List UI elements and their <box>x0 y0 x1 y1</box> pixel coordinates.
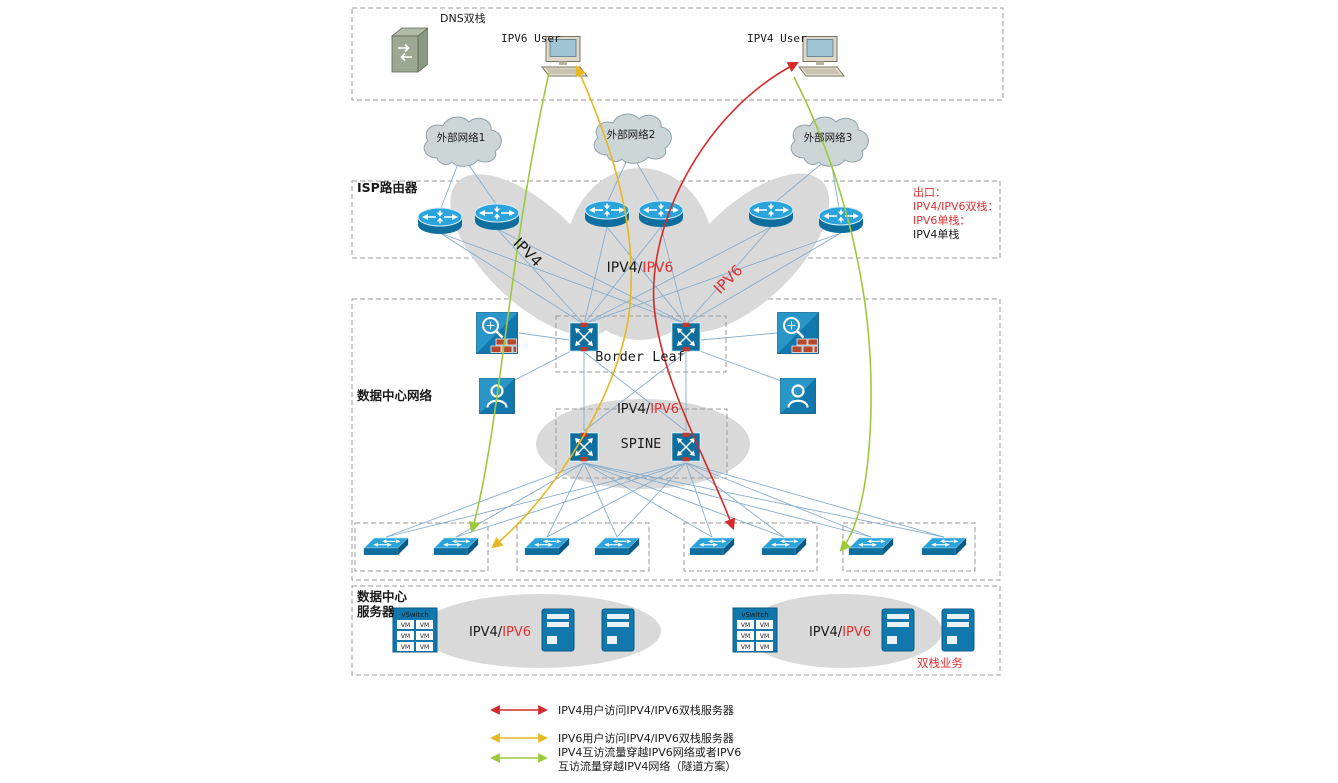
border-leaf-switch-icon <box>671 322 701 352</box>
server-group1-blob <box>419 594 661 668</box>
ipv6-user-flow-arrow <box>491 64 633 549</box>
spine-dualstack-label: IPV4/IPV6 <box>617 402 679 417</box>
server-group1-label: IPV4/IPV6 <box>469 625 531 640</box>
isp-router-icon <box>584 200 630 228</box>
egress-line2: IPV4/IPV6双栈： <box>913 199 999 213</box>
ipv4-user-label: IPV4 User <box>747 32 807 45</box>
egress-line1: 出口： <box>913 185 946 199</box>
server-icon <box>601 608 635 652</box>
egress-line3: IPV6单栈： <box>913 213 970 227</box>
cloud2-label: 外部网络2 <box>607 128 656 141</box>
traffic-flows <box>468 61 872 552</box>
dc-servers-label-line1: 数据中心 <box>356 589 408 604</box>
dc-servers-label-line2: 服务器 <box>357 604 395 619</box>
tunnel-flow-arrow-left <box>468 72 550 534</box>
isp-router-icon <box>818 206 864 234</box>
dns-server-icon <box>391 27 428 73</box>
border-leaf-switch-icon <box>569 322 599 352</box>
leaf-group1-box <box>354 522 489 572</box>
firewall-icon <box>476 312 518 354</box>
leaf-switch-icon <box>433 537 479 556</box>
isp-router-icon <box>638 200 684 228</box>
ipv4-user-flow-arrow <box>652 61 799 531</box>
spine-label: SPINE <box>621 436 662 452</box>
dns-label: DNS双栈 <box>440 11 486 25</box>
server-icon <box>541 608 575 652</box>
firewall-icon <box>777 312 819 354</box>
icons-layer <box>363 27 975 653</box>
vswitch-icon <box>732 607 778 653</box>
isp-router-icon <box>417 207 463 235</box>
legend: IPV4用户访问IPV4/IPV6双栈服务器 IPV6用户访问IPV4/IPV6… <box>490 703 741 773</box>
leaf-switch-icon <box>363 537 409 556</box>
server-icon <box>941 608 975 652</box>
ipv6-user-label: IPV6 User <box>501 32 561 45</box>
leaf-switch-icon <box>848 537 894 556</box>
isp-router-icon <box>474 203 520 231</box>
tunnel-flow-arrow-right <box>793 76 872 552</box>
cloud3-label: 外部网络3 <box>804 131 853 144</box>
dc-network-section-label: 数据中心网络 <box>356 388 433 403</box>
server-group2-label: IPV4/IPV6 <box>809 625 871 640</box>
spine-switch-icon <box>569 432 599 462</box>
dual-stack-business-label: 双栈业务 <box>917 656 963 670</box>
cloud1-label: 外部网络1 <box>437 131 486 144</box>
legend-green-label-line2: 互访流量穿越IPV4网络（隧道方案） <box>558 759 736 773</box>
dc-servers-region-box <box>351 585 1001 676</box>
border-leaf-label: Border Leaf <box>595 349 684 365</box>
spine-switch-icon <box>671 432 701 462</box>
leaf-switch-icon <box>524 537 570 556</box>
egress-line4: IPV4单栈 <box>913 227 959 241</box>
labels-layer: DNS双栈 IPV6 User IPV4 User 外部网络1 外部网络2 外部… <box>356 11 999 670</box>
server-icon <box>881 608 915 652</box>
leaf-switch-icon <box>761 537 807 556</box>
leaf-switch-icon <box>594 537 640 556</box>
vswitch-icon <box>392 607 438 653</box>
legend-yellow-label: IPV6用户访问IPV4/IPV6双栈服务器 <box>558 731 734 745</box>
legend-green-label-line1: IPV4互访流量穿越IPV6网络或者IPV6 <box>558 745 741 759</box>
leaf-switch-icon <box>689 537 735 556</box>
isp-router-icon <box>748 200 794 228</box>
load-balancer-icon <box>780 378 816 414</box>
leaf-switch-icon <box>921 537 967 556</box>
isp-section-label: ISP路由器 <box>357 180 418 195</box>
legend-red-label: IPV4用户访问IPV4/IPV6双栈服务器 <box>558 703 734 717</box>
users-region-box <box>351 7 1004 101</box>
dualstack-blob-label: IPV4/IPV6 <box>607 260 674 276</box>
